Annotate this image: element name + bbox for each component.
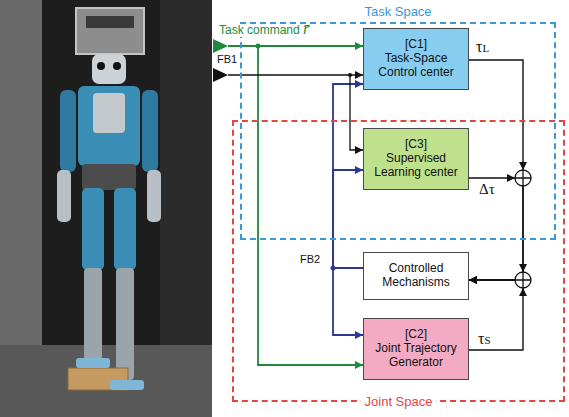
mechanism-box: Controlled Mechanisms — [363, 252, 469, 300]
robot-hips — [82, 164, 136, 190]
box-label: Task-Space Control center — [369, 52, 463, 80]
junction-dot — [348, 73, 352, 77]
torque-label: Δτ — [479, 181, 495, 198]
feedback-wire — [228, 74, 363, 75]
robot-forearm — [147, 170, 161, 222]
feedback-wire — [350, 75, 363, 150]
summing-plus — [515, 170, 531, 186]
box-id: [C2] — [405, 328, 427, 342]
sum-arrowhead — [519, 288, 527, 296]
sum-arrowhead — [507, 174, 515, 182]
summing-junction — [515, 272, 531, 288]
box-label: Controlled Mechanisms — [369, 262, 463, 290]
region-heading: Joint Space — [361, 394, 437, 409]
robot-rack — [76, 8, 144, 54]
robot-foot — [76, 358, 110, 368]
sum-arrowhead — [519, 264, 527, 272]
robot-thigh — [114, 188, 136, 270]
sum-arrowhead — [519, 162, 527, 170]
robot-arm — [60, 90, 76, 172]
torque-connector — [469, 280, 523, 350]
control-center-box: [C1]Task-Space Control center — [363, 28, 469, 90]
summing-plus — [515, 272, 531, 288]
junction-dot — [331, 266, 336, 271]
task-command-wire — [228, 45, 363, 47]
box-id: [C3] — [405, 138, 427, 152]
robot-rack-part — [86, 16, 134, 28]
torque-label: τS — [478, 330, 491, 348]
input-arrowhead — [213, 68, 228, 82]
wall — [0, 0, 42, 345]
torque-label: τL — [476, 38, 489, 56]
robot-thigh — [82, 188, 104, 270]
robot-torso — [78, 86, 140, 166]
robot-chest — [93, 93, 125, 133]
box-id: [C1] — [405, 38, 427, 52]
torque-connector — [469, 60, 523, 280]
joint-space-region: Joint SpaceControlled Mechanisms[C2]Join… — [232, 120, 565, 402]
signal-name: FB2 — [299, 253, 321, 265]
feedback-connector — [333, 170, 363, 268]
task-command-wire — [258, 46, 363, 365]
box-label: Supervised Learning center — [369, 152, 463, 180]
learning-center-box: [C3]Supervised Learning center — [363, 128, 469, 190]
feedback-connector — [333, 268, 363, 335]
floor — [0, 345, 212, 417]
robot-shin — [116, 268, 134, 380]
box-label: Joint Trajectory Generator — [369, 342, 463, 370]
torque-connector — [469, 178, 523, 280]
input-arrowhead — [213, 39, 228, 53]
robot-eye — [113, 62, 121, 70]
summing-junction — [515, 170, 531, 186]
robot-head — [92, 54, 126, 84]
feedback-connector — [333, 84, 363, 268]
signal-name: FB1 — [216, 53, 238, 65]
photo-background — [0, 0, 212, 417]
region-heading: Task Space — [360, 4, 435, 19]
junction-dot — [256, 44, 261, 49]
robot-eye — [97, 62, 105, 70]
robot-arm — [142, 90, 158, 172]
signal-name: Task command — [218, 24, 301, 37]
trajectory-generator-box: [C2]Joint Trajectory Generator — [363, 318, 469, 380]
task-space-region: Task Space[C1]Task-Space Control center[… — [240, 22, 556, 240]
signal-symbol: r̄ — [302, 20, 310, 38]
curtain — [160, 0, 212, 345]
robot-shin — [84, 268, 102, 360]
robot-photo — [0, 0, 212, 417]
robot-forearm — [57, 170, 71, 222]
robot-foot — [110, 380, 144, 390]
